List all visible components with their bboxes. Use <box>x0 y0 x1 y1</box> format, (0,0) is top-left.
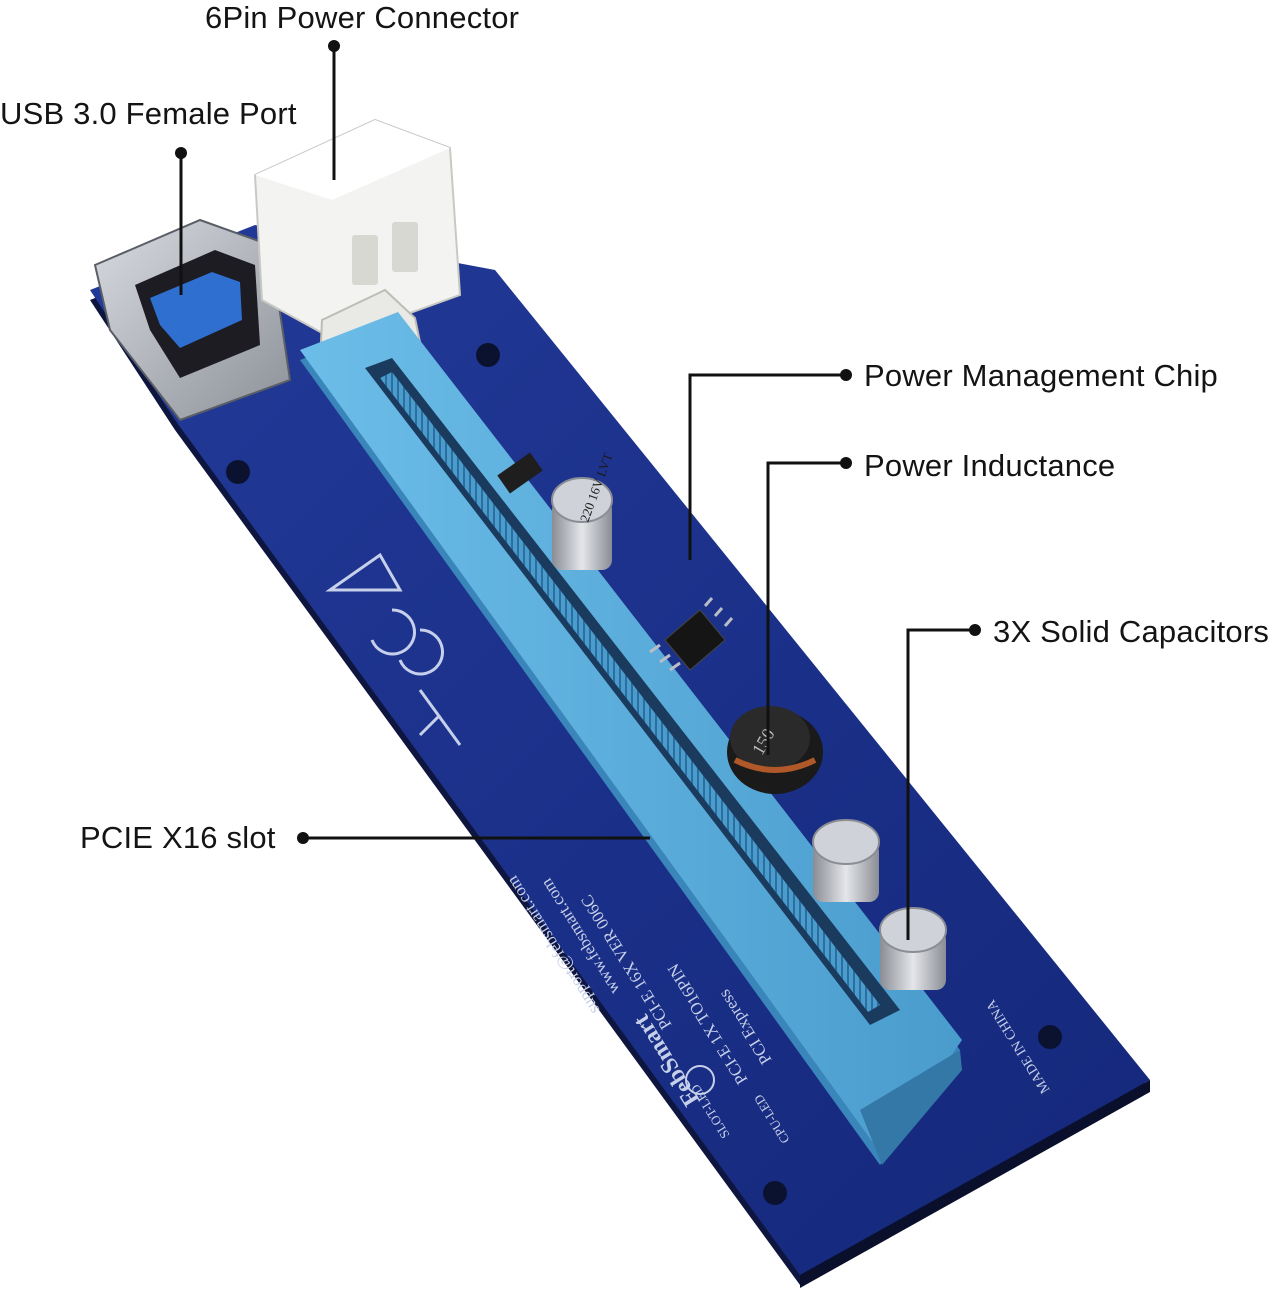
capacitor-3 <box>879 907 947 990</box>
callout-dots <box>175 40 981 844</box>
callout-power-connector: 6Pin Power Connector <box>205 0 520 35</box>
brand-logo-icon <box>685 1065 715 1095</box>
callout-line-chip <box>688 373 845 560</box>
callout-power-chip: Power Management Chip <box>864 358 1218 393</box>
capacitor-2 <box>812 819 880 902</box>
power-management-chip <box>649 597 734 672</box>
warning-triangle-icon <box>325 552 403 592</box>
smd-component <box>497 452 543 494</box>
ce-mark-icon <box>398 628 444 676</box>
pcie-slot <box>300 312 962 1165</box>
ce-mark-icon <box>370 608 416 656</box>
callout-inductance: Power Inductance <box>864 448 1116 483</box>
callout-line-capacitors <box>906 628 973 940</box>
board-markings <box>325 552 462 746</box>
fcc-mark-icon <box>418 689 462 746</box>
callout-usb-port: USB 3.0 Female Port <box>0 96 297 131</box>
capacitor-1: 220 16V LVT <box>551 451 616 570</box>
callout-line-inductor <box>766 461 845 755</box>
callout-capacitors: 3X Solid Capacitors <box>993 614 1270 649</box>
power-inductor: 150 <box>727 706 823 794</box>
callout-lines <box>179 48 973 940</box>
callout-pcie-slot: PCIE X16 slot <box>80 820 276 855</box>
usb-port <box>93 218 292 422</box>
